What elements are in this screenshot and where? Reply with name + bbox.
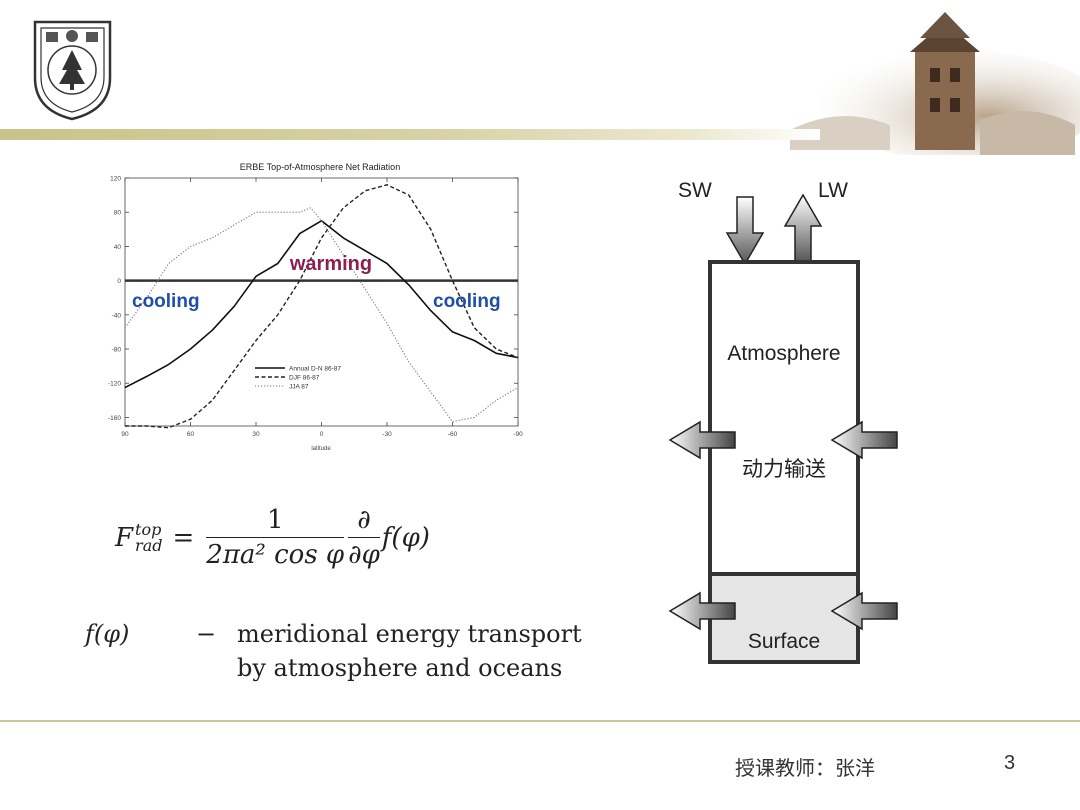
campus-tower-photo <box>790 12 1080 155</box>
page-number: 3 <box>1004 752 1016 774</box>
right-atmos-arrow-icon <box>830 420 898 460</box>
formula-numerator: 1 <box>206 505 345 538</box>
university-seal-logo <box>33 20 112 121</box>
definition-block: f(φ) − meridional energy transport by at… <box>85 620 645 700</box>
left-surface-arrow-icon <box>668 591 736 631</box>
series-group <box>124 184 519 429</box>
cooling-annotation-right: cooling <box>433 291 501 312</box>
series-line-solid <box>124 219 519 389</box>
y-tick-label: -120 <box>108 381 121 388</box>
sw-label: SW <box>678 179 712 202</box>
energy-balance-diagram: SW LW Atmosphere 动力输送 Surface <box>668 179 898 664</box>
y-tick-label: -160 <box>108 415 121 422</box>
y-tick-label: 80 <box>114 210 122 217</box>
warming-annotation: warming <box>289 253 372 275</box>
x-axis-label: latitude <box>311 446 331 452</box>
x-tick-label: -60 <box>448 431 458 438</box>
chart-title: ERBE Top-of-Atmosphere Net Radiation <box>240 162 400 172</box>
lw-arrow-icon <box>783 193 823 263</box>
x-tick-label: 30 <box>252 431 260 438</box>
legend-label: JJA 87 <box>289 384 309 391</box>
y-tick-label: -80 <box>112 347 122 354</box>
transport-label: 动力输送 <box>742 457 826 481</box>
right-surface-arrow-icon <box>830 591 898 631</box>
left-atmos-arrow-icon <box>668 420 736 460</box>
series-line-dashed <box>125 184 519 429</box>
x-tick-label: -90 <box>513 431 523 438</box>
series-line-dotted <box>124 207 519 423</box>
definition-dash: − <box>195 620 217 648</box>
x-axis: 90 60 30 0 -30 -60 -90 <box>121 178 523 438</box>
formula-partial-numerator: ∂ <box>348 505 380 538</box>
x-tick-label: 60 <box>187 431 195 438</box>
surface-label: Surface <box>748 630 820 653</box>
net-radiation-formula: F top rad = 1 2πa² cos φ ∂ ∂φ f(φ) <box>115 505 615 585</box>
y-tick-label: 40 <box>114 244 122 251</box>
header-rule <box>0 129 820 140</box>
lw-label: LW <box>818 179 848 202</box>
definition-line-2: by atmosphere and oceans <box>237 654 563 682</box>
formula-function: f(φ) <box>381 522 430 553</box>
atmosphere-label: Atmosphere <box>727 342 840 365</box>
formula-subscript: rad <box>135 535 163 555</box>
x-tick-label: 90 <box>121 431 129 438</box>
cooling-annotation-left: cooling <box>132 291 200 312</box>
formula-superscript: top <box>135 519 162 539</box>
formula-partial-denominator: ∂φ <box>348 540 380 570</box>
formula-partial: ∂ ∂φ <box>348 505 380 570</box>
x-tick-label: 0 <box>320 431 324 438</box>
formula-fraction: 1 2πa² cos φ <box>206 505 345 570</box>
instructor-credit: 授课教师：张洋 <box>735 756 875 780</box>
formula-denominator: 2πa² cos φ <box>206 540 345 570</box>
y-tick-label: 120 <box>110 176 121 183</box>
legend-label: Annual D-N 86-87 <box>289 366 341 373</box>
definition-line-1: meridional energy transport <box>237 620 582 648</box>
atmosphere-box <box>708 260 860 576</box>
y-tick-label: 0 <box>117 278 121 285</box>
formula-symbol-F: F <box>115 522 134 553</box>
legend-label: DJF 86-87 <box>289 375 320 382</box>
x-tick-label: -30 <box>382 431 392 438</box>
footer-rule <box>0 720 1080 722</box>
definition-symbol: f(φ) <box>85 620 130 648</box>
formula-equals: = <box>172 522 195 553</box>
y-tick-label: -40 <box>112 312 122 319</box>
erbe-net-radiation-chart: ERBE Top-of-Atmosphere Net Radiation 120… <box>108 162 523 452</box>
sw-arrow-icon <box>725 196 765 266</box>
